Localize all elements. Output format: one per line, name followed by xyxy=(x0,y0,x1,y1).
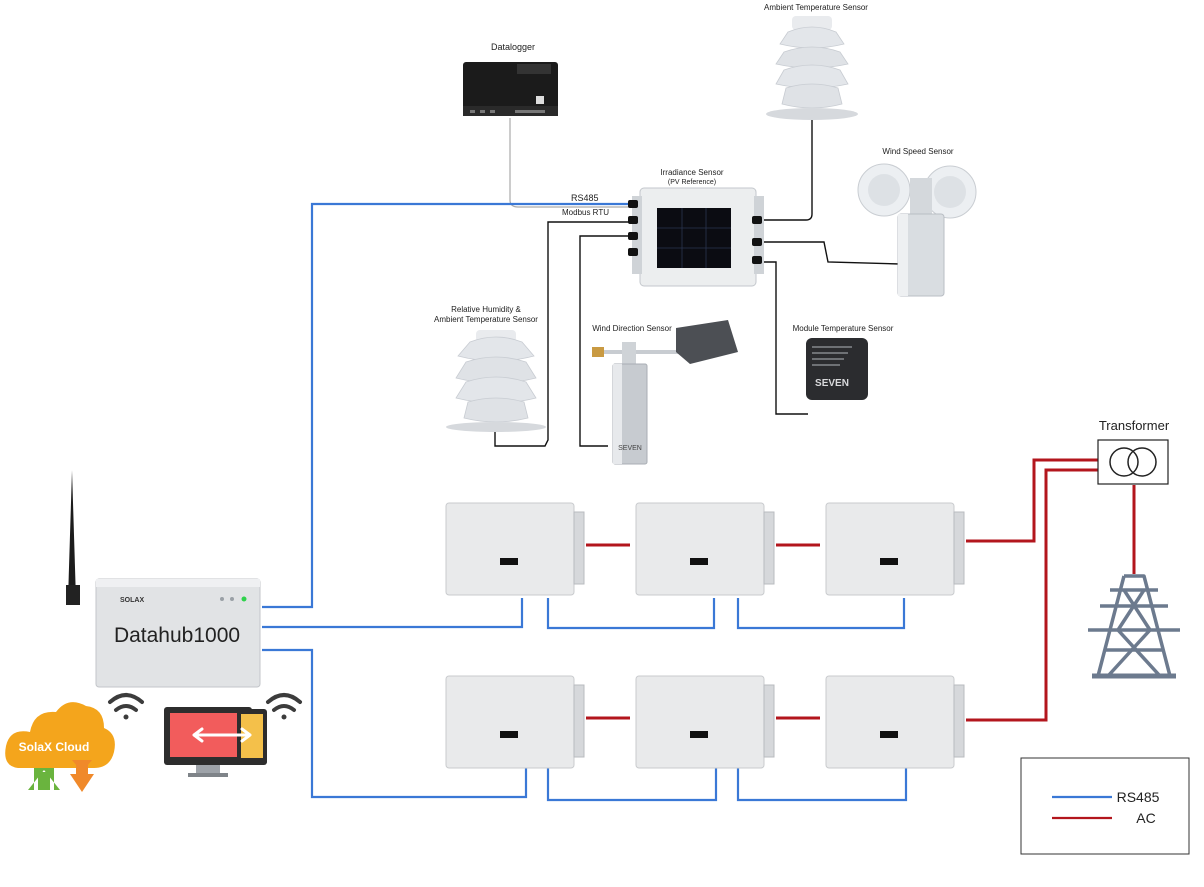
ambient-cable xyxy=(760,118,813,221)
ambient-temperature-label: Ambient Temperature Sensor xyxy=(764,3,868,12)
rs485-row2-link1 xyxy=(546,768,718,802)
wind-direction-brand: SEVEN xyxy=(618,445,642,452)
rs485-tag: RS485 xyxy=(571,193,599,203)
humidity-label-line1: Relative Humidity & xyxy=(451,305,521,314)
windspeed-cable xyxy=(760,241,901,265)
inverter[interactable] xyxy=(635,502,775,596)
legend-rs485-label: RS485 xyxy=(1117,789,1160,805)
ac-row2-to-transformer xyxy=(966,468,1098,722)
ambient-temperature-sensor xyxy=(766,16,858,120)
rs485-row1 xyxy=(262,598,524,629)
irradiance-sublabel: (PV Reference) xyxy=(668,179,716,186)
rs485-row2-link2 xyxy=(736,768,908,802)
rs485-row2 xyxy=(262,648,528,799)
moduletemp-cable xyxy=(760,261,808,415)
transformer-icon xyxy=(1097,439,1169,485)
inverter-row-1 xyxy=(445,502,965,596)
datahub-brand: SOLAX xyxy=(120,597,144,604)
legend-ac-label: AC xyxy=(1136,810,1155,826)
transformer-label: Transformer xyxy=(1099,418,1170,433)
wind-direction-sensor xyxy=(592,320,738,465)
wind-direction-label: Wind Direction Sensor xyxy=(592,324,672,333)
cloud-icon xyxy=(5,702,115,792)
irradiance-label: Irradiance Sensor xyxy=(660,168,723,177)
inverter[interactable] xyxy=(635,675,775,769)
monitor-icon xyxy=(164,707,267,777)
module-temperature-label: Module Temperature Sensor xyxy=(793,324,894,333)
inverter[interactable] xyxy=(445,675,585,769)
humidity-temperature-sensor xyxy=(446,330,546,432)
wind-speed-sensor xyxy=(857,163,977,297)
datalogger-label: Datalogger xyxy=(491,42,535,52)
rs485-row1-link1 xyxy=(546,598,716,630)
rs485-row1-link2 xyxy=(736,598,906,630)
wifi-icon xyxy=(266,693,302,720)
module-temperature-sensor xyxy=(806,338,868,400)
legend: RS485 AC xyxy=(1020,757,1190,855)
inverter[interactable] xyxy=(825,502,965,596)
inverter-row-2 xyxy=(445,675,965,769)
inverter[interactable] xyxy=(445,502,585,596)
cloud-label: SolaX Cloud xyxy=(19,740,90,754)
irradiance-sensor xyxy=(628,187,764,287)
rs485-trunk xyxy=(262,202,632,609)
wind-speed-label: Wind Speed Sensor xyxy=(882,147,953,156)
winddir-cable xyxy=(579,235,632,447)
inverter[interactable] xyxy=(825,675,965,769)
modbus-tag: Modbus RTU xyxy=(562,208,609,217)
humidity-cable xyxy=(494,221,632,447)
datalogger-cable xyxy=(509,118,632,208)
datalogger xyxy=(463,62,558,116)
power-tower-icon xyxy=(1088,574,1180,679)
antenna-icon xyxy=(68,470,76,600)
wifi-icon xyxy=(108,693,144,720)
humidity-label-line2: Ambient Temperature Sensor xyxy=(434,315,538,324)
datahub-label: Datahub1000 xyxy=(114,624,240,647)
ac-row1-to-transformer xyxy=(966,458,1098,543)
module-temperature-brand: SEVEN xyxy=(815,378,849,389)
datahub-device[interactable] xyxy=(66,470,261,688)
